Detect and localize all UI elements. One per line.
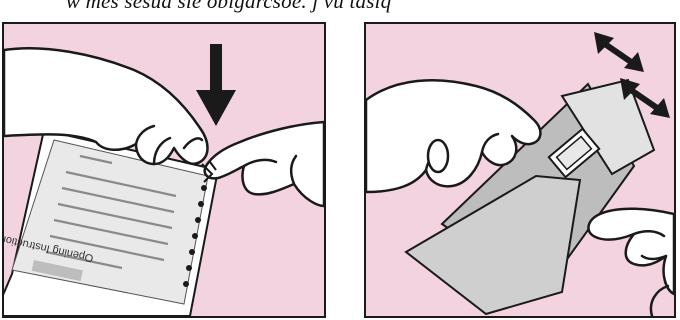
caption-text: w mes sesud sie obigarcsoe. j vu tasiq <box>66 0 391 14</box>
panel-right-peel <box>364 22 676 318</box>
caption-strip: w mes sesud sie obigarcsoe. j vu tasiq <box>0 0 680 22</box>
hand-icon <box>588 209 674 316</box>
hand-icon <box>4 48 208 164</box>
left-illustration <box>4 24 324 316</box>
hand-icon <box>205 122 324 206</box>
down-arrow-icon <box>196 44 236 126</box>
panel-left-tear-notch: Opening Instructions <box>2 22 326 318</box>
right-illustration <box>366 24 674 316</box>
